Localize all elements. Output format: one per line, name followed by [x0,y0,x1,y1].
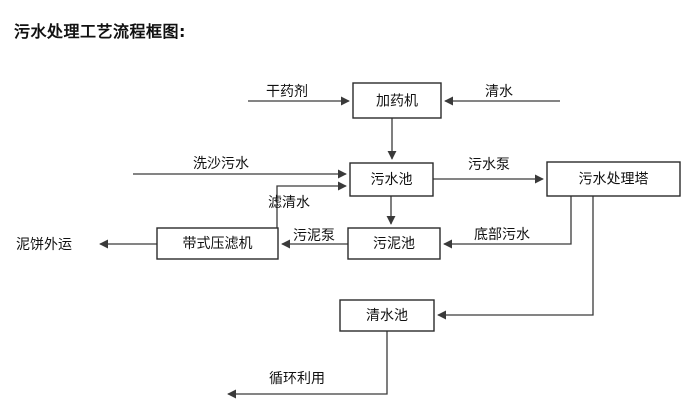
node-sewage-pool-box [349,162,434,197]
node-treatment-tower-label: 污水处理塔 [579,172,649,188]
edge-tower-to-clear-pool [437,196,594,320]
edge-label-recycle: 循环利用 [269,371,325,387]
node-clear-water-pool-box [339,299,435,332]
node-belt-filter-press-box [156,227,279,260]
node-dosing-machine[interactable]: 加药机 [352,82,442,119]
node-clear-water-pool[interactable]: 清水池 [339,299,435,332]
node-sludge-pool-box [347,227,441,260]
node-belt-filter-press[interactable]: 带式压滤机 [156,227,279,260]
node-clear-water-pool-label: 清水池 [366,308,408,324]
edge-tower-to-sludge-pool [443,196,572,249]
node-treatment-tower-box [546,161,681,197]
edge-clear-pool-recycle [227,331,388,399]
edge-label-filtrate: 滤清水 [268,195,310,211]
page-title: 污水处理工艺流程框图: [14,22,186,41]
node-dosing-machine-box [352,82,442,119]
node-sludge-pool[interactable]: 污泥池 [347,227,441,260]
edge-label-sludge-pump: 污泥泵 [293,228,335,244]
node-sewage-pool-label: 污水池 [371,172,413,188]
terminal-label-mud-cake-out: 泥饼外运 [16,237,72,253]
edge-label-dry-agent: 干药剂 [266,84,308,100]
edge-label-clean-water: 清水 [485,84,513,100]
node-sludge-pool-label: 污泥池 [373,236,415,252]
node-belt-filter-press-label: 带式压滤机 [183,236,253,252]
node-treatment-tower[interactable]: 污水处理塔 [546,161,681,197]
node-sewage-pool[interactable]: 污水池 [349,162,434,197]
edge-label-sand-washing-sewage: 洗沙污水 [193,156,249,172]
edge-filtrate-to-pool [276,181,347,228]
edge-label-bottom-sewage: 底部污水 [474,227,530,243]
edge-label-sewage-pump: 污水泵 [468,157,510,173]
node-dosing-machine-label: 加药机 [376,94,418,110]
